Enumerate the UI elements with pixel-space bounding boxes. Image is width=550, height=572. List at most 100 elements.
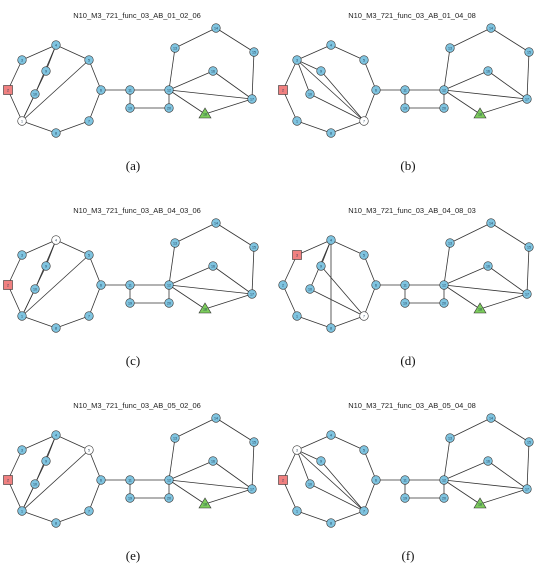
edge-3-4 <box>21 434 57 451</box>
node-label: 15 <box>527 50 531 54</box>
node-17 <box>247 289 257 299</box>
node-label: 15 <box>252 245 256 249</box>
node-label: 1 <box>21 314 23 318</box>
node-label: 10 <box>33 482 37 486</box>
edges <box>282 417 530 524</box>
node-2 <box>278 280 288 290</box>
node-label: 20 <box>442 496 446 500</box>
node-label: 15 <box>252 50 256 54</box>
edge-14-15 <box>215 417 255 443</box>
node-14 <box>211 218 221 228</box>
edge-4-5 <box>330 434 365 451</box>
edge-13-14 <box>174 222 217 244</box>
node-4 <box>51 430 61 440</box>
node-15 <box>249 47 259 57</box>
node-20 <box>439 103 449 113</box>
node-label: 5 <box>363 58 365 62</box>
node-label: 14 <box>489 221 493 225</box>
node-13 <box>170 433 180 443</box>
edge-1-5 <box>21 254 90 317</box>
source-node <box>3 475 13 485</box>
node-3 <box>17 445 27 455</box>
node-label: 15 <box>527 440 531 444</box>
edge-18-17 <box>479 293 528 310</box>
edge-i2-1 <box>21 93 36 122</box>
edge-i2-7 <box>309 288 365 317</box>
node-12 <box>164 85 174 95</box>
node-label: 7 <box>363 314 365 318</box>
panel-caption: (f) <box>402 548 415 563</box>
node-19 <box>400 493 410 503</box>
edge-12-18 <box>443 89 481 115</box>
node-label: 7 <box>363 119 365 123</box>
node-label: 17 <box>525 487 529 491</box>
node-8 <box>326 518 336 528</box>
node-label: 4 <box>55 433 57 437</box>
node-label: 8 <box>330 521 332 525</box>
edge-7-8 <box>330 510 365 524</box>
edge-3-4 <box>296 239 332 256</box>
edge-1-5 <box>21 59 90 122</box>
edge-12-13 <box>443 437 451 481</box>
node-label: 5 <box>363 448 365 452</box>
node-label: 6 <box>375 478 377 482</box>
edge-6-7 <box>363 284 377 317</box>
node-9 <box>316 66 326 76</box>
edge-6-7 <box>363 89 377 122</box>
node-label: 6 <box>100 478 102 482</box>
node-label: 1 <box>21 509 23 513</box>
node-1 <box>292 506 302 516</box>
edge-1-2 <box>282 284 298 317</box>
node-5 <box>84 250 94 260</box>
node-label: 9 <box>320 264 322 268</box>
sink-node <box>473 497 487 509</box>
source-node <box>278 475 288 485</box>
node-label: 2 <box>282 283 284 287</box>
edge-15-17 <box>526 246 530 295</box>
edge-4-5 <box>330 239 365 256</box>
node-label: 13 <box>173 241 177 245</box>
panel-caption: (a) <box>126 158 140 173</box>
sink-node <box>198 497 212 509</box>
node-label: 20 <box>167 301 171 305</box>
node-label: 5 <box>363 253 365 257</box>
node-1 <box>292 311 302 321</box>
edges <box>7 27 255 134</box>
node-9 <box>41 66 51 76</box>
node-label: 12 <box>167 478 171 482</box>
edge-i1-7 <box>320 460 365 512</box>
node-7 <box>84 116 94 126</box>
node-label: 5 <box>88 253 90 257</box>
edge-1-2 <box>7 284 23 317</box>
node-label: 20 <box>442 301 446 305</box>
edge-12-18 <box>443 479 481 505</box>
node-14 <box>211 413 221 423</box>
node-label: 13 <box>448 46 452 50</box>
edge-12-13 <box>168 242 176 286</box>
edge-15-17 <box>251 51 255 100</box>
node-label: 4 <box>330 43 332 47</box>
edge-13-14 <box>449 417 492 439</box>
node-label: 17 <box>250 487 254 491</box>
edge-i2-1 <box>21 483 36 512</box>
node-label: 14 <box>214 416 218 420</box>
edge-2-3 <box>282 59 298 91</box>
node-label: 2 <box>282 478 284 482</box>
edge-12-18 <box>443 284 481 310</box>
node-7 <box>359 116 369 126</box>
node-label: 12 <box>442 283 446 287</box>
node-label: 19 <box>128 496 132 500</box>
node-9 <box>41 456 51 466</box>
node-17 <box>247 94 257 104</box>
node-11 <box>400 85 410 95</box>
edge-7-8 <box>55 510 90 524</box>
node-19 <box>400 103 410 113</box>
node-label: 12 <box>167 283 171 287</box>
node-13 <box>445 433 455 443</box>
sink-node <box>473 302 487 314</box>
node-9 <box>41 261 51 271</box>
node-label: 16 <box>486 264 490 268</box>
